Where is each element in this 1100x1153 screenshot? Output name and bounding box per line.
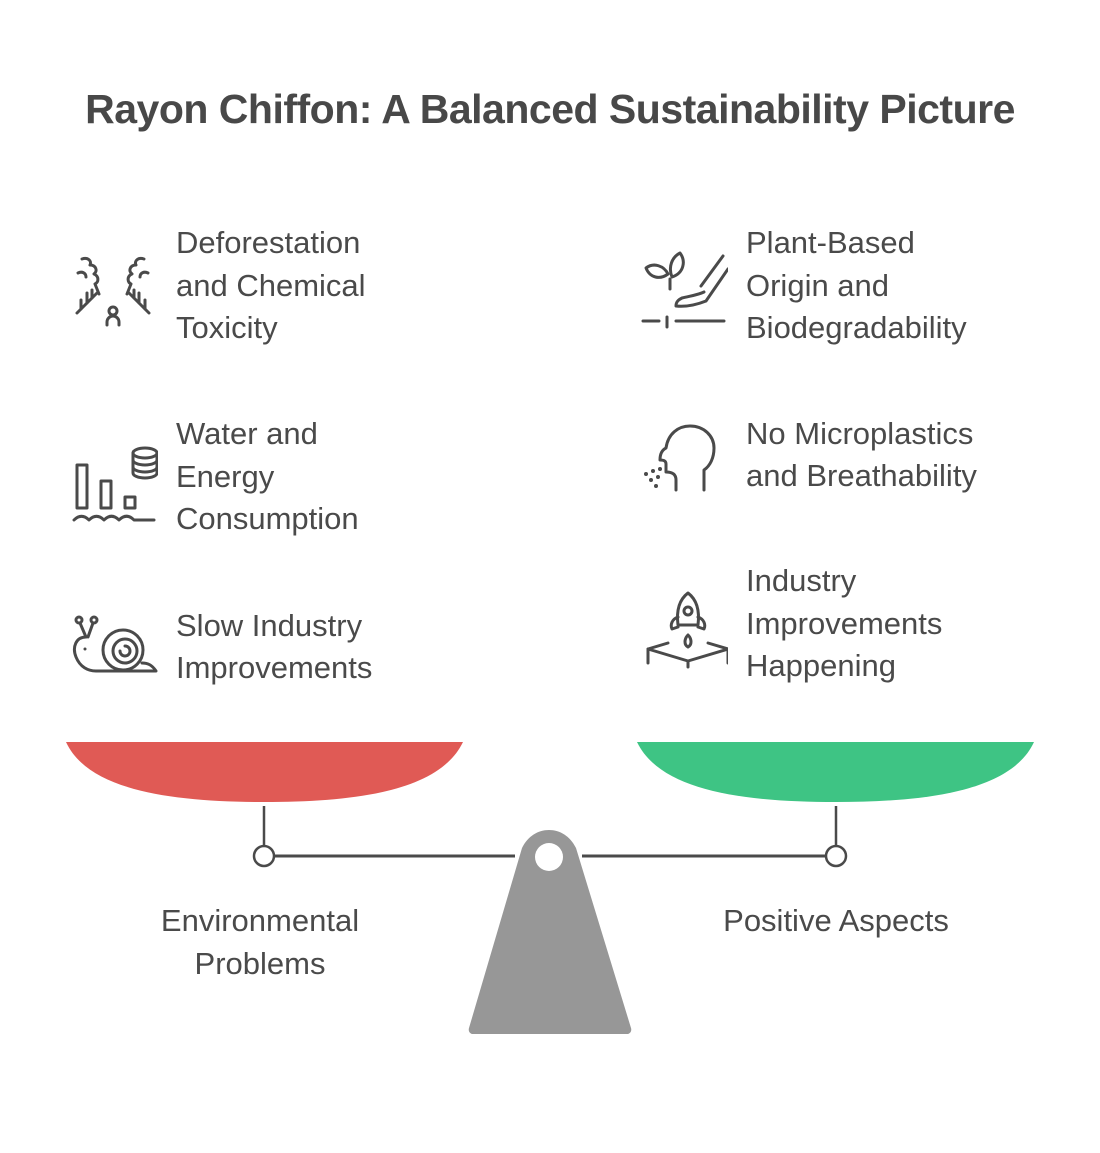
page-title: Rayon Chiffon: A Balanced Sustainability…: [85, 86, 1015, 132]
label-line: Biodegradability: [746, 310, 967, 345]
left-item-label: Deforestation and Chemical Toxicity: [176, 222, 366, 350]
label-line: Toxicity: [176, 310, 278, 345]
label-line: Improvements: [176, 650, 373, 685]
label-line: Plant-Based: [746, 225, 915, 260]
fulcrum: [468, 830, 632, 1034]
heading-line: Environmental: [160, 903, 360, 938]
left-pivot: [252, 844, 276, 868]
right-pan: [637, 742, 1034, 802]
label-line: Improvements: [746, 605, 943, 641]
head-breathing-icon: [638, 410, 728, 500]
left-item-slow-industry: Slow Industry Improvements: [68, 602, 372, 692]
left-item-deforestation: Deforestation and Chemical Toxicity: [68, 222, 366, 350]
plant-hand-icon: [638, 241, 728, 331]
left-item-water-energy: Water and Energy Consumption: [68, 413, 359, 541]
right-item-plant-based: Plant-Based Origin and Biodegradability: [638, 222, 967, 350]
left-pan: [66, 742, 463, 802]
right-item-industry-improvements: Industry Improvements Happening: [638, 560, 942, 688]
snail-icon: [68, 602, 158, 692]
label-line: Consumption: [176, 501, 359, 536]
right-item-label: Industry Improvements Happening: [746, 560, 942, 688]
label-line: Deforestation: [176, 225, 361, 260]
label-line: Water and: [176, 416, 318, 451]
label-line: and Breathability: [746, 458, 977, 493]
label-line: Slow Industry: [176, 607, 363, 643]
label-line: No Microplastics: [746, 415, 974, 451]
heading-line: Problems: [194, 945, 326, 981]
label-line: Industry: [746, 563, 857, 598]
label-line: Energy: [176, 458, 275, 494]
rocket-launch-icon: [638, 579, 728, 669]
left-heading: Environmental Problems: [110, 900, 410, 985]
left-item-label: Water and Energy Consumption: [176, 413, 359, 541]
water-energy-icon: [68, 432, 158, 522]
left-item-label: Slow Industry Improvements: [176, 605, 372, 690]
right-heading: Positive Aspects: [686, 900, 986, 943]
heading-line: Positive Aspects: [723, 903, 949, 938]
fulcrum-hole: [535, 843, 563, 871]
deforestation-icon: [68, 241, 158, 331]
label-line: Origin and: [746, 267, 890, 303]
right-item-label: Plant-Based Origin and Biodegradability: [746, 222, 967, 350]
label-line: Happening: [746, 648, 896, 683]
right-pivot: [824, 844, 848, 868]
right-item-label: No Microplastics and Breathability: [746, 413, 977, 498]
label-line: and Chemical: [176, 267, 366, 303]
right-item-no-microplastics: No Microplastics and Breathability: [638, 410, 977, 500]
balance-scale: [66, 742, 1034, 1034]
